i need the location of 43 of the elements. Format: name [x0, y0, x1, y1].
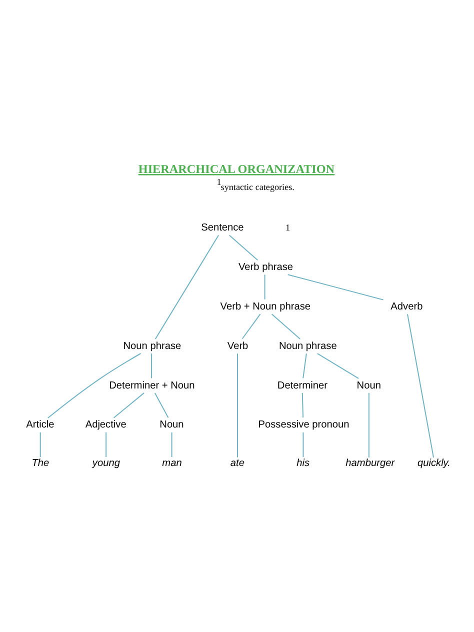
connector [316, 353, 358, 379]
connector [270, 314, 300, 340]
node-text: Possessive pronoun [258, 420, 349, 431]
node-text: Verb phrase [238, 262, 293, 273]
node-text: young [92, 458, 120, 470]
connector [236, 354, 238, 458]
connector [241, 314, 260, 340]
connector [150, 354, 152, 378]
connector [302, 353, 306, 378]
node-text: Noun [356, 380, 380, 392]
node-text: man [162, 458, 182, 470]
node-text: Noun phrase [278, 340, 336, 352]
connector [170, 432, 172, 458]
node-text: Determiner + Noun [108, 380, 194, 392]
node-text: The [31, 458, 49, 470]
node-text: Adjective [84, 420, 126, 431]
connector [302, 432, 304, 458]
node-text: Article [26, 420, 54, 431]
node-text: Verb + Noun phrase [220, 301, 310, 312]
connector [287, 274, 383, 300]
node-text: hamburger [345, 458, 394, 470]
connector [368, 393, 369, 458]
node-text: Sentence [200, 222, 244, 234]
connector [301, 392, 304, 418]
diagram-title: HIERARCHICAL ORGANIZATION [138, 162, 334, 176]
node-text: ate [230, 458, 244, 470]
connector [39, 432, 40, 458]
connector [228, 234, 258, 261]
connector [264, 274, 265, 300]
node-text: quickly. [416, 458, 450, 470]
label: 1 [285, 222, 290, 232]
node-text: Adverb [390, 301, 422, 312]
connector [406, 314, 434, 458]
connector [112, 392, 144, 418]
node-text: Determiner [276, 380, 327, 392]
connector [154, 235, 218, 340]
connector [154, 392, 168, 418]
node-text: Verb [226, 340, 248, 352]
node-text: Noun [159, 420, 184, 431]
connector [47, 353, 140, 418]
node-text: his [296, 458, 310, 470]
connector [105, 432, 106, 458]
node-text: Noun phrase [122, 340, 181, 352]
